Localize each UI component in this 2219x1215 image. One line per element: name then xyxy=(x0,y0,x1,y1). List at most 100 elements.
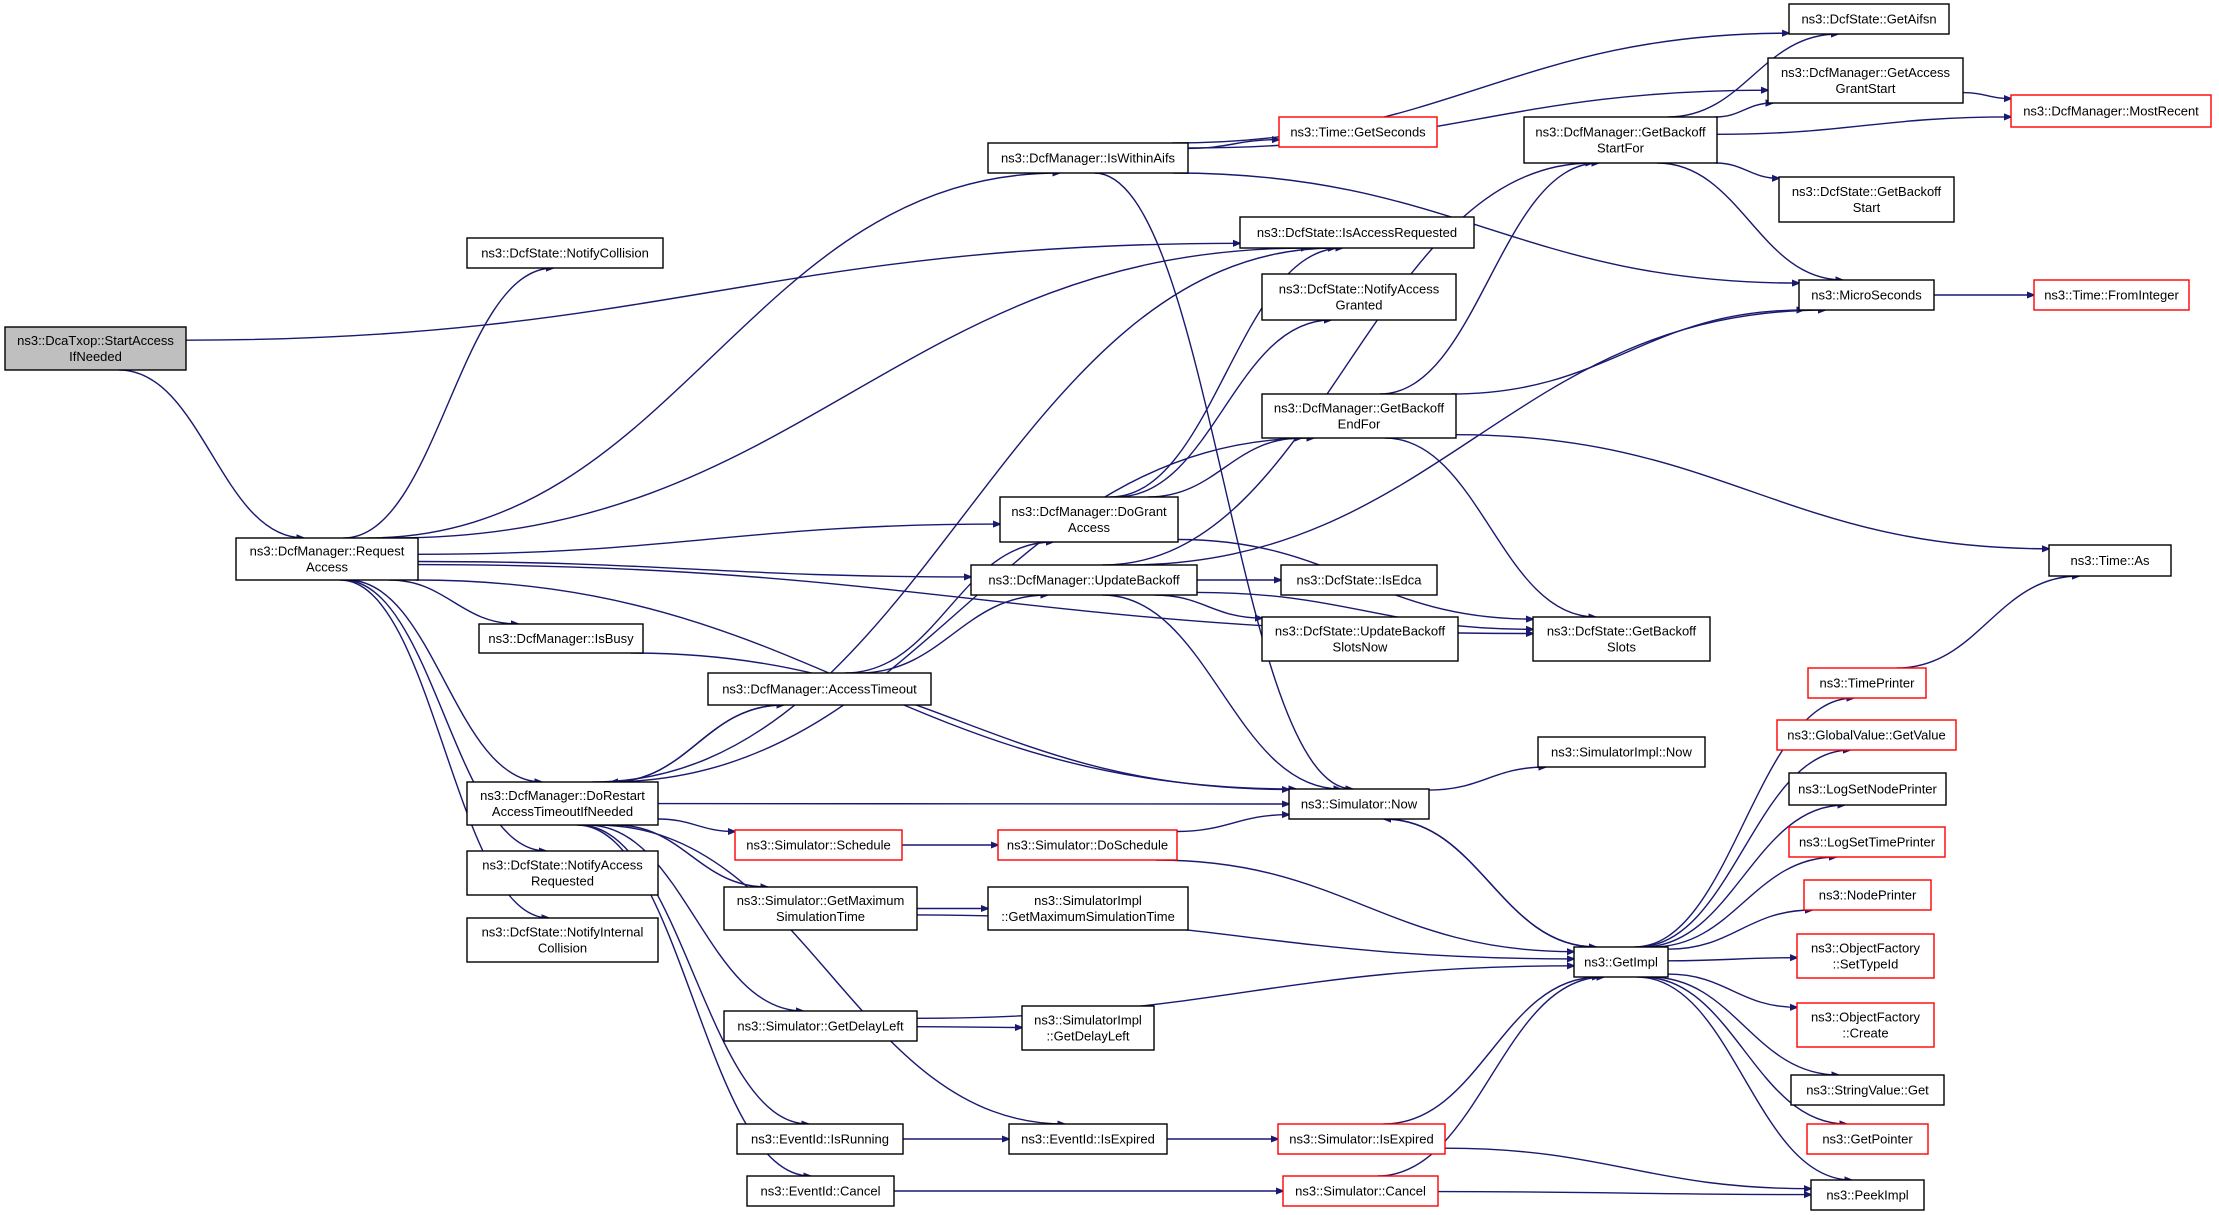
node-log-set-node-printer[interactable]: ns3::LogSetNodePrinter xyxy=(1788,772,1947,806)
node-peek-impl[interactable]: ns3::PeekImpl xyxy=(1810,1179,1925,1211)
edge-get-impl-to-log-set-time-printer xyxy=(1651,857,1837,948)
node-notify-collision[interactable]: ns3::DcfState::NotifyCollision xyxy=(466,237,664,269)
node-time-printer[interactable]: ns3::TimePrinter xyxy=(1807,667,1927,699)
node-box xyxy=(235,537,419,581)
node-impl-now[interactable]: ns3::SimulatorImpl::Now xyxy=(1537,736,1706,768)
edge-do-restart-to-get-delay-left xyxy=(587,824,803,1011)
node-label: ns3::Time::GetSeconds xyxy=(1290,125,1426,140)
edge-get-impl-to-global-value-get-value xyxy=(1637,750,1850,948)
node-micro-seconds[interactable]: ns3::MicroSeconds xyxy=(1798,279,1935,311)
node-label: EndFor xyxy=(1338,417,1381,432)
node-do-restart[interactable]: ns3::DcfManager::DoRestartAccessTimeoutI… xyxy=(466,781,659,826)
edge-request-access-to-notify-collision xyxy=(343,268,553,539)
node-box xyxy=(1008,1123,1168,1155)
node-simulator-cancel[interactable]: ns3::Simulator::Cancel xyxy=(1282,1175,1439,1207)
node-get-max-sim-time[interactable]: ns3::Simulator::GetMaximumSimulationTime xyxy=(723,886,918,931)
edge-do-restart-to-simulator-schedule xyxy=(657,818,735,832)
node-label: ns3::Simulator::Now xyxy=(1301,797,1418,812)
node-is-edca[interactable]: ns3::DcfState::IsEdca xyxy=(1280,564,1438,596)
node-global-value-get-value[interactable]: ns3::GlobalValue::GetValue xyxy=(1776,719,1957,751)
edge-simulator-do-schedule-to-get-impl xyxy=(1155,859,1574,952)
node-box xyxy=(1788,3,1950,35)
node-label: ::GetMaximumSimulationTime xyxy=(1001,909,1175,924)
node-object-factory-set-type-id[interactable]: ns3::ObjectFactory::SetTypeId xyxy=(1796,933,1935,979)
node-access-timeout[interactable]: ns3::DcfManager::AccessTimeout xyxy=(707,672,932,706)
node-impl-get-max-sim-time[interactable]: ns3::SimulatorImpl::GetMaximumSimulation… xyxy=(987,886,1189,931)
edge-get-impl-to-simulator-now xyxy=(1384,819,1597,948)
node-time-from-integer[interactable]: ns3::Time::FromInteger xyxy=(2033,279,2190,311)
node-eventid-cancel[interactable]: ns3::EventId::Cancel xyxy=(746,1175,895,1207)
node-object-factory-create[interactable]: ns3::ObjectFactory::Create xyxy=(1796,1002,1935,1048)
node-eventid-is-expired[interactable]: ns3::EventId::IsExpired xyxy=(1008,1123,1168,1155)
node-is-busy[interactable]: ns3::DcfManager::IsBusy xyxy=(478,623,644,654)
node-label: ns3::DcfManager::MostRecent xyxy=(2023,104,2199,119)
node-get-delay-left[interactable]: ns3::Simulator::GetDelayLeft xyxy=(723,1010,918,1042)
node-box xyxy=(1261,616,1459,662)
node-label: ns3::Time::FromInteger xyxy=(2044,288,2179,303)
node-simulator-schedule[interactable]: ns3::Simulator::Schedule xyxy=(734,829,903,861)
node-time-as[interactable]: ns3::Time::As xyxy=(2048,544,2172,577)
node-label: SimulationTime xyxy=(776,909,865,924)
node-is-within-aifs[interactable]: ns3::DcfManager::IsWithinAifs xyxy=(987,142,1189,174)
node-label: ns3::Simulator::Schedule xyxy=(746,838,891,853)
edge-simulator-is-expired-to-get-impl xyxy=(1383,977,1600,1125)
node-time-get-seconds[interactable]: ns3::Time::GetSeconds xyxy=(1278,116,1438,148)
node-get-pointer[interactable]: ns3::GetPointer xyxy=(1806,1123,1929,1155)
node-label: ns3::PeekImpl xyxy=(1826,1188,1908,1203)
node-get-aifsn[interactable]: ns3::DcfState::GetAifsn xyxy=(1788,3,1950,35)
node-impl-get-delay-left[interactable]: ns3::SimulatorImpl::GetDelayLeft xyxy=(1021,1005,1155,1051)
node-eventid-is-running[interactable]: ns3::EventId::IsRunning xyxy=(736,1123,904,1155)
edge-request-access-to-do-grant-access xyxy=(417,524,1000,555)
edge-simulator-cancel-to-peek-impl xyxy=(1437,1192,1811,1195)
node-box xyxy=(1796,1002,1935,1048)
node-label: ns3::DcfManager::GetBackoff xyxy=(1535,125,1706,140)
edge-get-access-grant-start-to-most-recent xyxy=(1962,91,2011,99)
node-most-recent[interactable]: ns3::DcfManager::MostRecent xyxy=(2010,94,2212,128)
edge-simulator-do-schedule-to-simulator-now xyxy=(1176,815,1289,833)
node-label: ns3::DcfState::NotifyAccess xyxy=(482,858,643,873)
node-box xyxy=(1776,719,1957,751)
node-label: ns3::DcfState::IsAccessRequested xyxy=(1257,225,1457,240)
node-box xyxy=(4,326,187,371)
node-simulator-is-expired[interactable]: ns3::Simulator::IsExpired xyxy=(1277,1123,1446,1155)
node-label: GrantStart xyxy=(1836,81,1896,96)
node-box xyxy=(723,1010,918,1042)
edge-simulator-cancel-to-get-impl xyxy=(1377,977,1604,1177)
node-simulator-do-schedule[interactable]: ns3::Simulator::DoSchedule xyxy=(997,829,1178,861)
edge-get-backoff-end-for-to-get-backoff-start-for xyxy=(1379,163,1599,395)
node-label: Requested xyxy=(531,874,594,889)
node-label: StartFor xyxy=(1597,141,1645,156)
node-box xyxy=(466,237,664,269)
node-simulator-now[interactable]: ns3::Simulator::Now xyxy=(1288,788,1430,820)
node-log-set-time-printer[interactable]: ns3::LogSetTimePrinter xyxy=(1788,826,1946,858)
node-label: ns3::EventId::IsExpired xyxy=(1021,1132,1155,1147)
node-label: ns3::GetPointer xyxy=(1822,1132,1913,1147)
node-box xyxy=(1788,772,1947,806)
node-label: ns3::DcfState::GetAifsn xyxy=(1801,12,1936,27)
node-box xyxy=(478,623,644,654)
node-label: ns3::Simulator::GetDelayLeft xyxy=(737,1019,904,1034)
node-label: ns3::LogSetTimePrinter xyxy=(1799,835,1936,850)
node-label: ns3::StringValue::Get xyxy=(1806,1083,1929,1098)
node-label: IfNeeded xyxy=(69,349,122,364)
node-update-backoff[interactable]: ns3::DcfManager::UpdateBackoff xyxy=(970,564,1198,596)
node-label: ns3::DcfManager::DoRestart xyxy=(480,788,645,803)
node-get-impl[interactable]: ns3::GetImpl xyxy=(1573,946,1669,978)
node-string-value-get[interactable]: ns3::StringValue::Get xyxy=(1790,1074,1945,1106)
node-node-printer[interactable]: ns3::NodePrinter xyxy=(1803,879,1932,911)
edge-access-timeout-to-update-backoff xyxy=(858,595,1047,674)
node-is-access-requested[interactable]: ns3::DcfState::IsAccessRequested xyxy=(1239,216,1475,249)
